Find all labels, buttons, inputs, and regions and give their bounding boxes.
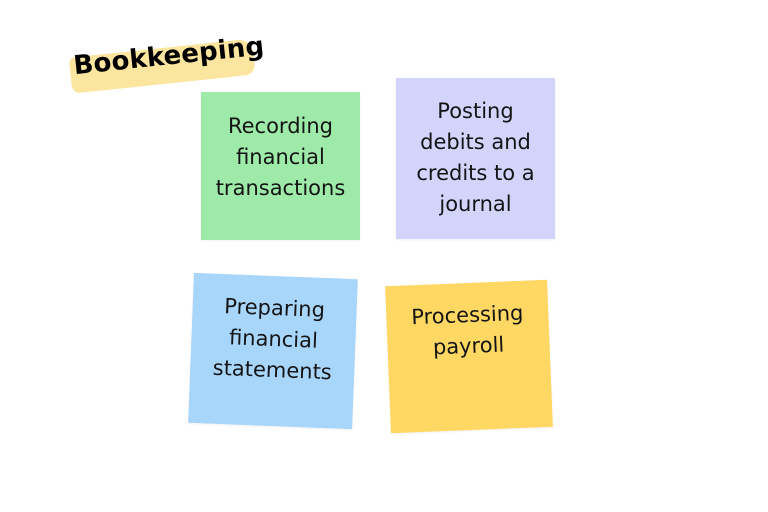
sticky-note-preparing-statements: Preparing financial statements: [188, 272, 358, 430]
sticky-note-posting-debits-credits: Posting debits and credits to a journal: [396, 78, 555, 239]
sticky-note-text: Processing payroll: [410, 300, 524, 360]
sticky-note-text: Recording financial transactions: [215, 114, 346, 200]
sticky-note-text: Preparing financial statements: [212, 294, 333, 385]
sticky-note-recording-transactions: Recording financial transactions: [201, 92, 360, 240]
sticky-note-text: Posting debits and credits to a journal: [416, 99, 535, 216]
sticky-note-processing-payroll: Processing payroll: [385, 279, 553, 434]
